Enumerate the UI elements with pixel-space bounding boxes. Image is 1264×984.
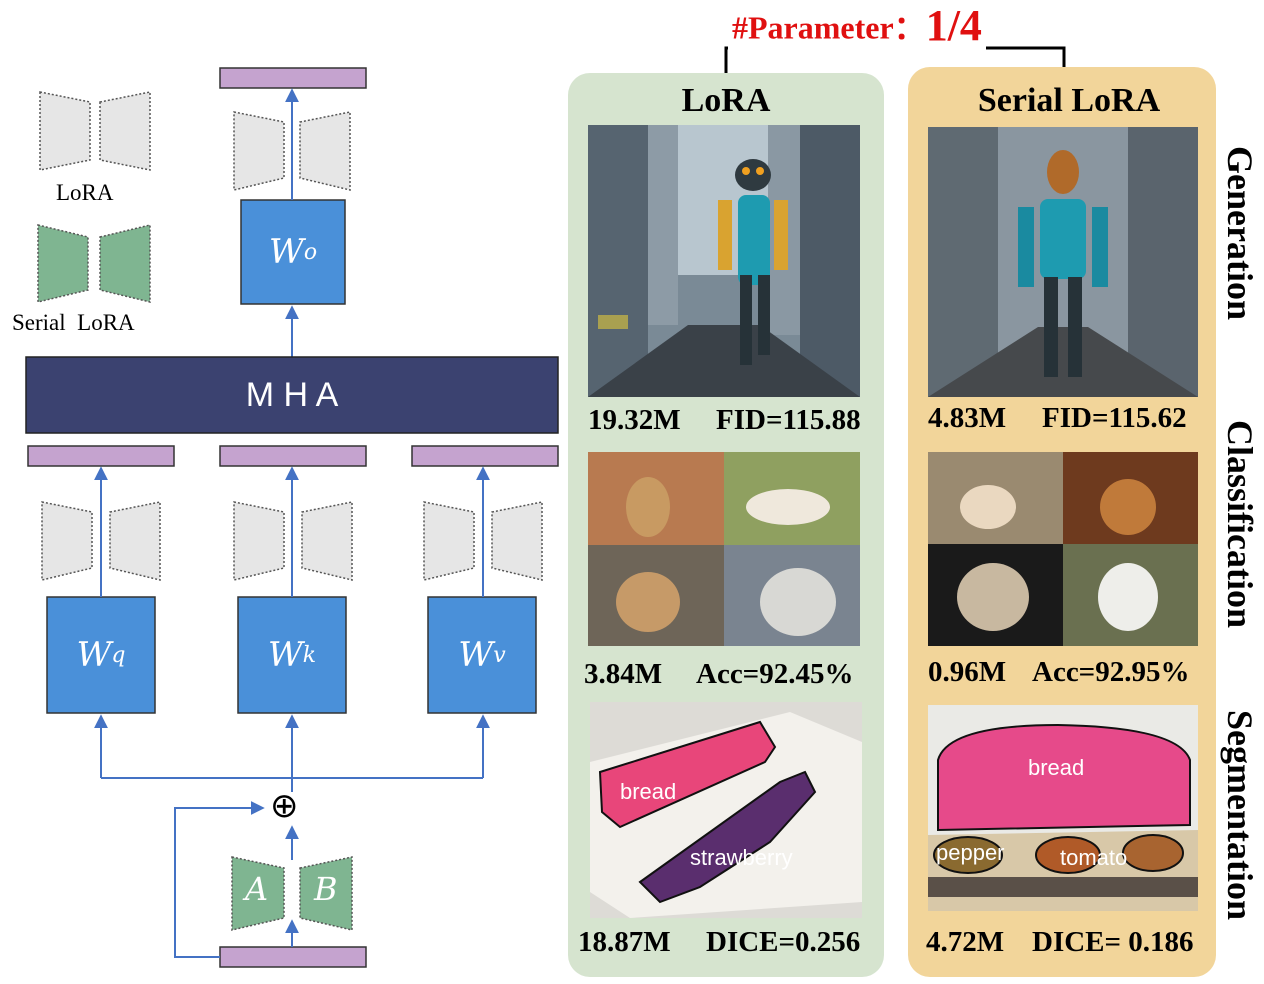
v-token-bar xyxy=(411,445,559,467)
serial-seg-params: 4.72M xyxy=(926,926,1005,958)
wq-main: W xyxy=(76,635,112,675)
legend-lora-shape xyxy=(39,91,151,171)
serial-gen-params: 4.83M xyxy=(928,402,1007,434)
mha-box xyxy=(25,356,559,434)
lora-generation-image xyxy=(588,125,860,397)
wv-main: W xyxy=(458,635,494,675)
parameter-label: #Parameter： xyxy=(732,9,926,46)
serial-seg-metric: DICE= 0.186 xyxy=(1032,926,1194,958)
mha-label: M H A xyxy=(245,376,339,414)
lora-panel-title: LoRA xyxy=(681,82,771,119)
serial-lora-panel-title: Serial LoRA xyxy=(977,82,1161,119)
serial-generation-image xyxy=(928,127,1198,397)
wo-box xyxy=(240,199,346,305)
serial-lora-ab-shape xyxy=(231,856,353,931)
lora-gen-params: 19.32M xyxy=(588,404,681,436)
wk-sub: k xyxy=(302,642,317,668)
wo-lora-shape xyxy=(233,111,351,191)
parameter-header: #Parameter：1/4 xyxy=(728,0,986,50)
wq-sub: q xyxy=(111,642,126,668)
lora-segmentation-image xyxy=(590,702,862,918)
q-token-bar xyxy=(27,445,175,467)
wv-sub: v xyxy=(493,642,506,668)
serial-cls-metric: Acc=92.95% xyxy=(1032,656,1190,688)
a-label: A xyxy=(245,870,269,908)
serial-segmentation-image xyxy=(928,705,1198,911)
b-label: B xyxy=(314,870,338,908)
wo-sub: o xyxy=(303,239,318,265)
lora-seg-label-strawberry: strawberry xyxy=(690,845,793,870)
input-token-bar xyxy=(219,946,367,968)
task-label-segmentation: Segmentation xyxy=(1220,710,1260,920)
lora-cls-metric: Acc=92.45% xyxy=(696,658,854,690)
serial-seg-label-bread: bread xyxy=(1028,755,1085,780)
serial-seg-label-pepper: pepper xyxy=(936,840,1005,865)
wq-box xyxy=(46,596,156,714)
lora-gen-metric: FID=115.88 xyxy=(716,404,861,436)
serial-seg-label-tomato: tomato xyxy=(1060,845,1128,870)
output-token-bar xyxy=(219,67,367,89)
k-token-bar xyxy=(219,445,367,467)
lora-seg-metric: DICE=0.256 xyxy=(706,926,861,958)
legend-lora-label: LoRA xyxy=(56,180,114,205)
wk-lora-shape xyxy=(233,501,353,581)
task-label-generation: Generation xyxy=(1220,146,1260,320)
lora-seg-params: 18.87M xyxy=(578,926,671,958)
legend-serial-lora-label: Serial LoRA xyxy=(12,310,135,335)
serial-cls-params: 0.96M xyxy=(928,656,1007,688)
serial-classification-image xyxy=(928,452,1198,646)
architecture-diagram xyxy=(25,67,559,968)
wo-main: W xyxy=(268,232,304,272)
task-label-classification: Classification xyxy=(1220,420,1260,629)
legend-serial-lora-shape xyxy=(37,224,151,303)
plus-symbol: ⊕ xyxy=(270,786,299,826)
wv-box xyxy=(427,596,537,714)
lora-cls-params: 3.84M xyxy=(584,658,663,690)
parameter-value: 1/4 xyxy=(925,1,982,50)
lora-classification-image xyxy=(588,452,860,646)
serial-gen-metric: FID=115.62 xyxy=(1042,402,1187,434)
wk-main: W xyxy=(267,635,303,675)
lora-seg-label-bread: bread xyxy=(620,779,677,804)
wq-lora-shape xyxy=(41,501,161,581)
wv-lora-shape xyxy=(423,501,543,581)
wk-box xyxy=(237,596,347,714)
